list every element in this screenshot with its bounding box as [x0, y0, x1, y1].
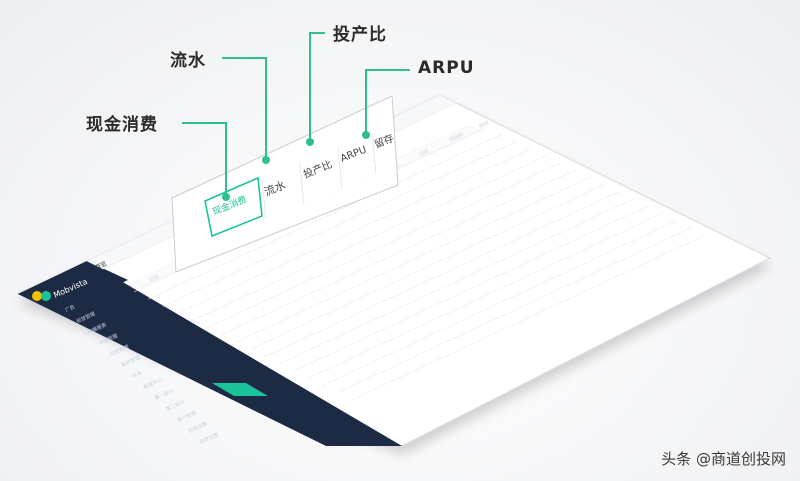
- table-row: [206, 162, 561, 329]
- watermark: 头条 @商道创投网: [661, 450, 786, 468]
- callout-label-roi: 投产比: [333, 25, 387, 45]
- table-row: [264, 191, 619, 358]
- callout-dots: [222, 131, 370, 201]
- callout-dot-cash: [222, 193, 230, 201]
- sidebar-item[interactable]: 数据中心: [142, 376, 163, 391]
- table-column-header: 付费: [418, 147, 430, 157]
- sidebar-item[interactable]: 素材管理: [120, 354, 141, 369]
- callout-line-cash: [182, 122, 227, 197]
- sidebar-item[interactable]: 财务: [131, 369, 143, 379]
- table-row: [220, 169, 576, 336]
- table-row: [177, 148, 532, 314]
- sidebar-item[interactable]: 客户管理: [176, 409, 197, 424]
- sidebar-item[interactable]: 第二部分: [165, 398, 186, 413]
- metric-card-active[interactable]: [204, 176, 263, 238]
- table-row: [351, 234, 706, 401]
- table-column-header: 日期: [148, 274, 160, 284]
- table-row: [148, 133, 503, 300]
- sidebar-item[interactable]: 广告: [64, 303, 76, 313]
- table-row: [293, 205, 648, 372]
- table-row: [322, 220, 677, 386]
- callout-line-roi: [309, 32, 325, 142]
- callout-label-flow: 流水: [170, 51, 206, 71]
- metric-overlay-card: 现金消费 流水 投产比 ARPU 留存: [171, 95, 399, 273]
- callout-dot-flow: [262, 156, 270, 164]
- callout-dot-arpu: [362, 131, 370, 139]
- table-row: [162, 141, 518, 307]
- callout-lines: [182, 32, 410, 197]
- table-row: [307, 213, 663, 379]
- callout-line-flow: [222, 57, 267, 160]
- table-row: [249, 184, 605, 350]
- table-row: [278, 198, 634, 365]
- callout-label-cash: 现金消费: [86, 115, 158, 135]
- callout-line-arpu: [365, 69, 410, 135]
- table-column-header: 操作: [478, 119, 490, 129]
- table-row: [336, 227, 692, 394]
- callout-dot-roi: [306, 138, 314, 146]
- sidebar-item[interactable]: 权限设置: [187, 420, 208, 435]
- table-row: [191, 155, 547, 322]
- sidebar-item[interactable]: 系统设置: [198, 431, 219, 446]
- sidebar-item[interactable]: 创意管理: [109, 343, 130, 358]
- callout-label-arpu: ARPU: [418, 58, 475, 78]
- sidebar-item[interactable]: 第一部分: [154, 387, 175, 402]
- table-row: [235, 177, 590, 343]
- sidebar-item-active[interactable]: [212, 383, 268, 396]
